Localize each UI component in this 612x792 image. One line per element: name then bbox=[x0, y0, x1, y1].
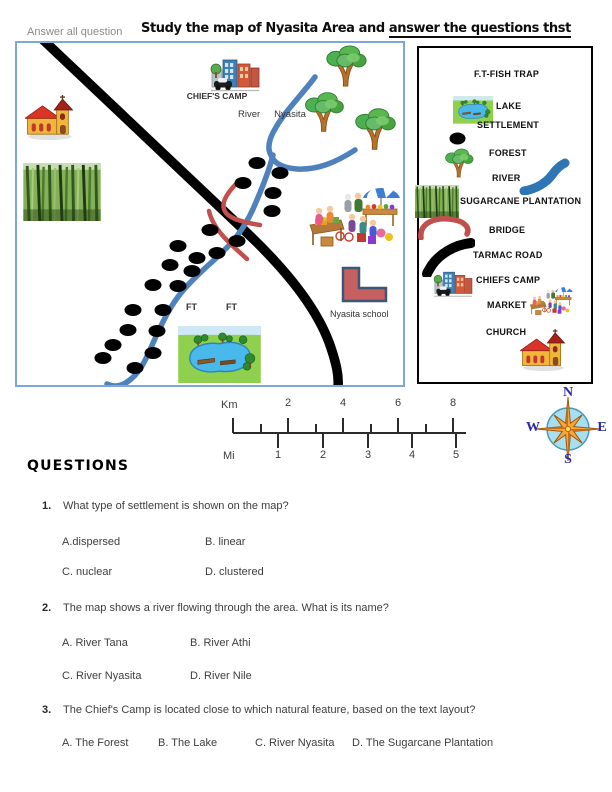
chiefs-camp-label: CHIEF'S CAMP bbox=[186, 91, 248, 101]
scale-km-2: 2 bbox=[284, 397, 292, 409]
question-3-text: The Chief's Camp is located close to whi… bbox=[63, 704, 476, 716]
question-1-option-d: D. clustered bbox=[205, 566, 264, 578]
question-2-option-c: C. River Nyasita bbox=[62, 670, 142, 682]
question-2-number: 2. bbox=[42, 602, 52, 614]
scale-bar bbox=[232, 418, 466, 448]
legend-label-lake: LAKE bbox=[496, 101, 522, 111]
legend-market-icon bbox=[529, 285, 574, 316]
bridge-marks bbox=[206, 180, 263, 262]
compass-rose-icon bbox=[535, 396, 601, 462]
question-3-option-b: B. The Lake bbox=[158, 737, 218, 749]
scale-mi-5: 5 bbox=[452, 449, 460, 461]
map-canvas bbox=[23, 43, 401, 385]
scale-mi-1: 1 bbox=[274, 449, 282, 461]
scale-mi-label: Mi bbox=[223, 450, 235, 462]
questions-heading: QUESTIONS bbox=[27, 458, 130, 474]
question-3-option-a: A. The Forest bbox=[62, 737, 129, 749]
scale-km-4: 4 bbox=[339, 397, 347, 409]
question-2-text: The map shows a river flowing through th… bbox=[63, 602, 389, 614]
legend-label-chiefscamp: CHIEFS CAMP bbox=[476, 275, 541, 285]
legend-label-forest: FOREST bbox=[489, 148, 527, 158]
question-1-number: 1. bbox=[42, 500, 52, 512]
church-icon bbox=[25, 95, 74, 140]
legend-river-icon bbox=[518, 157, 570, 195]
question-2-option-a: A. River Tana bbox=[62, 637, 128, 649]
page-title-underlined: answer the questions thst bbox=[388, 21, 571, 38]
river-name-label: River Nyasita bbox=[238, 109, 306, 120]
compass-north-label: N bbox=[562, 385, 574, 400]
question-1-option-c: C. nuclear bbox=[62, 566, 113, 578]
question-3-option-d: D. The Sugarcane Plantation bbox=[352, 737, 494, 749]
tarmac-road-line bbox=[39, 43, 343, 385]
forest-tree-icon bbox=[355, 108, 396, 150]
question-2-option-b: B. River Athi bbox=[190, 637, 251, 649]
scale-km-6: 6 bbox=[394, 397, 402, 409]
chiefs-camp-icon bbox=[210, 59, 260, 92]
question-1-text: What type of settlement is shown on the … bbox=[63, 500, 289, 512]
question-3-number: 3. bbox=[42, 704, 52, 716]
legend-label-market: MARKET bbox=[487, 300, 527, 310]
sugarcane-plantation-image bbox=[23, 163, 101, 221]
river-name: Nyasita bbox=[274, 109, 306, 120]
market-image bbox=[309, 185, 401, 247]
legend-label-sugarcane: SUGARCANE PLANTATION bbox=[460, 196, 582, 206]
compass-south-label: S bbox=[564, 452, 572, 467]
school-label: Nyasita school bbox=[330, 309, 389, 319]
compass-east-label: E bbox=[597, 420, 607, 435]
legend-panel: F.T-FISH TRAP LAKE SETTLEMENT FOREST RIV… bbox=[415, 46, 593, 384]
scale-km-8: 8 bbox=[449, 397, 457, 409]
scale-km-label: Km bbox=[221, 399, 238, 411]
fish-trap-label-2: FT bbox=[226, 302, 237, 312]
settlement-dots bbox=[94, 157, 289, 374]
forest-tree-icon bbox=[305, 92, 344, 132]
legend-label-bridge: BRIDGE bbox=[489, 225, 526, 235]
question-1-option-a: A.dispersed bbox=[62, 536, 121, 548]
legend-forest-icon bbox=[445, 148, 474, 178]
scale-mi-4: 4 bbox=[408, 449, 416, 461]
legend-label-river: RIVER bbox=[492, 173, 521, 183]
legend-church-icon bbox=[520, 329, 566, 371]
legend-label-tarmac: TARMAC ROAD bbox=[473, 250, 543, 260]
instruction-text: Answer all question bbox=[27, 26, 123, 38]
forest-tree-icon bbox=[326, 45, 367, 87]
map-area: CHIEF'S CAMP River Nyasita FT FT Nyasita … bbox=[15, 41, 405, 387]
question-2-option-d: D. River Nile bbox=[190, 670, 252, 682]
legend-chiefscamp-icon bbox=[433, 271, 473, 297]
legend-label-church: CHURCH bbox=[486, 327, 527, 337]
fish-trap-label-1: FT bbox=[186, 302, 197, 312]
page-title: Study the map of Nyasita Area and answer… bbox=[141, 21, 571, 38]
school-building-shape bbox=[341, 266, 388, 303]
compass-west-label: W bbox=[526, 420, 540, 435]
legend-label-settlement: SETTLEMENT bbox=[477, 120, 539, 130]
lake-image bbox=[178, 326, 261, 383]
river-lines bbox=[104, 74, 358, 385]
legend-settlement-icon bbox=[449, 132, 466, 145]
page-title-main: Study the map of Nyasita Area and bbox=[141, 21, 389, 36]
question-3-option-c: C. River Nyasita bbox=[255, 737, 335, 749]
scale-mi-2: 2 bbox=[319, 449, 327, 461]
river-word: River bbox=[238, 109, 261, 120]
question-1-option-b: B. linear bbox=[205, 536, 246, 548]
scale-mi-3: 3 bbox=[364, 449, 372, 461]
legend-label-fishtrap: F.T-FISH TRAP bbox=[473, 69, 540, 79]
